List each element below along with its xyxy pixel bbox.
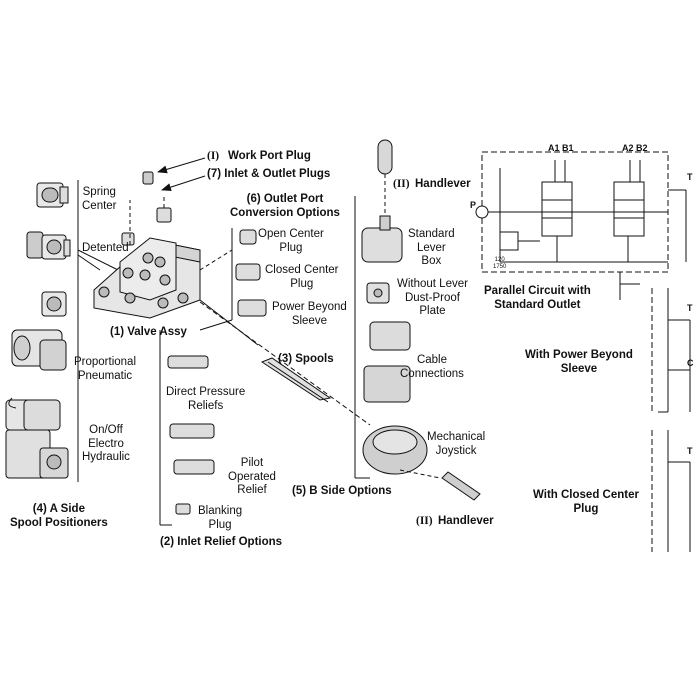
pilot-operated-relief-label: Pilot Operated Relief bbox=[228, 457, 276, 496]
power-beyond-schematic bbox=[651, 288, 691, 413]
detented-label: Detented bbox=[82, 242, 129, 254]
electro-hydraulic-positioner bbox=[5, 397, 69, 479]
spring-center-positioner bbox=[36, 182, 69, 208]
a2-b2-label: A2 B2 bbox=[622, 143, 648, 153]
direct-pressure-relief-part bbox=[167, 355, 209, 369]
open-center-plug-label: Open Center Plug bbox=[258, 228, 324, 254]
power-beyond-sleeve-part bbox=[237, 299, 267, 317]
inlet-outlet-plugs-label: (7) Inlet & Outlet Plugs bbox=[207, 168, 331, 180]
a-side-spool-positioners-heading: (4) A Side Spool Positioners bbox=[10, 503, 108, 529]
direct-pressure-reliefs-label: Direct Pressure Reliefs bbox=[166, 386, 246, 412]
a1-b1-label: A1 B1 bbox=[548, 143, 574, 153]
closed-center-schematic bbox=[651, 430, 691, 552]
relief-part-2 bbox=[169, 423, 215, 439]
detented-positioner bbox=[26, 231, 71, 260]
p-port-label: P bbox=[470, 200, 477, 210]
open-center-plug-part bbox=[239, 229, 257, 245]
mechanical-joystick-label: Mechanical Joystick bbox=[427, 431, 486, 457]
spool-part bbox=[260, 357, 332, 403]
valve-assy-label: (1) Valve Assy bbox=[110, 326, 187, 338]
proportional-pneumatic-label: Proportional Pneumatic bbox=[74, 356, 137, 382]
handlever-bottom-number: (II) bbox=[416, 515, 433, 527]
blanking-plug-label: Blanking Plug bbox=[198, 505, 243, 531]
standard-lever-box-part bbox=[361, 215, 403, 263]
inlet-relief-options-heading: (2) Inlet Relief Options bbox=[160, 536, 283, 548]
spring-center-label: Spring Center bbox=[82, 186, 117, 212]
top-handlever-part bbox=[377, 139, 393, 215]
blanking-plug-part bbox=[175, 503, 191, 515]
with-closed-center-heading: With Closed Center Plug bbox=[533, 489, 639, 515]
mechanical-joystick-part bbox=[362, 425, 428, 475]
handlever-bottom-label: Handlever bbox=[438, 515, 494, 527]
parallel-circuit-heading: Parallel Circuit with Standard Outlet bbox=[484, 285, 591, 311]
work-port-plug-label: Work Port Plug bbox=[228, 150, 311, 162]
dust-proof-plate-label: Without Lever Dust-Proof Plate bbox=[397, 278, 468, 317]
power-beyond-t-label: T bbox=[687, 303, 693, 313]
outlet-port-options-heading: (6) Outlet Port Conversion Options bbox=[230, 193, 340, 219]
power-beyond-c-label: C bbox=[687, 358, 694, 368]
b-side-options-heading: (5) B Side Options bbox=[292, 485, 392, 497]
handlever-top-number: (II) bbox=[393, 178, 410, 190]
cable-connection-part bbox=[363, 321, 411, 403]
proportional-pneumatic-positioner bbox=[11, 329, 67, 371]
pilot-operated-relief-part bbox=[173, 459, 215, 475]
parallel-circuit-schematic bbox=[475, 151, 687, 300]
closed-center-plug-part bbox=[235, 263, 261, 281]
bottom-handlever-part bbox=[399, 469, 481, 501]
valve-assembly bbox=[93, 237, 201, 319]
inlet-outlet-plugs bbox=[121, 171, 172, 246]
power-beyond-sleeve-label: Power Beyond Sleeve bbox=[272, 301, 347, 327]
dust-proof-plate-part bbox=[366, 282, 390, 304]
closed-center-plug-label: Closed Center Plug bbox=[265, 264, 339, 290]
cable-connections-label: Cable Connections bbox=[400, 354, 464, 380]
spools-label: (3) Spools bbox=[278, 353, 334, 365]
closed-center-t-label: T bbox=[687, 446, 693, 456]
with-power-beyond-heading: With Power Beyond Sleeve bbox=[525, 349, 633, 375]
work-port-plug-number: (I) bbox=[207, 150, 220, 162]
electro-hydraulic-label: On/Off Electro Hydraulic bbox=[82, 424, 130, 463]
t-port-label: T bbox=[687, 172, 693, 182]
standard-lever-box-label: Standard Lever Box bbox=[408, 228, 455, 267]
relief-setting-label: 120 1750 bbox=[493, 257, 507, 270]
positioner-small bbox=[41, 291, 67, 317]
handlever-top-label: Handlever bbox=[415, 178, 471, 190]
